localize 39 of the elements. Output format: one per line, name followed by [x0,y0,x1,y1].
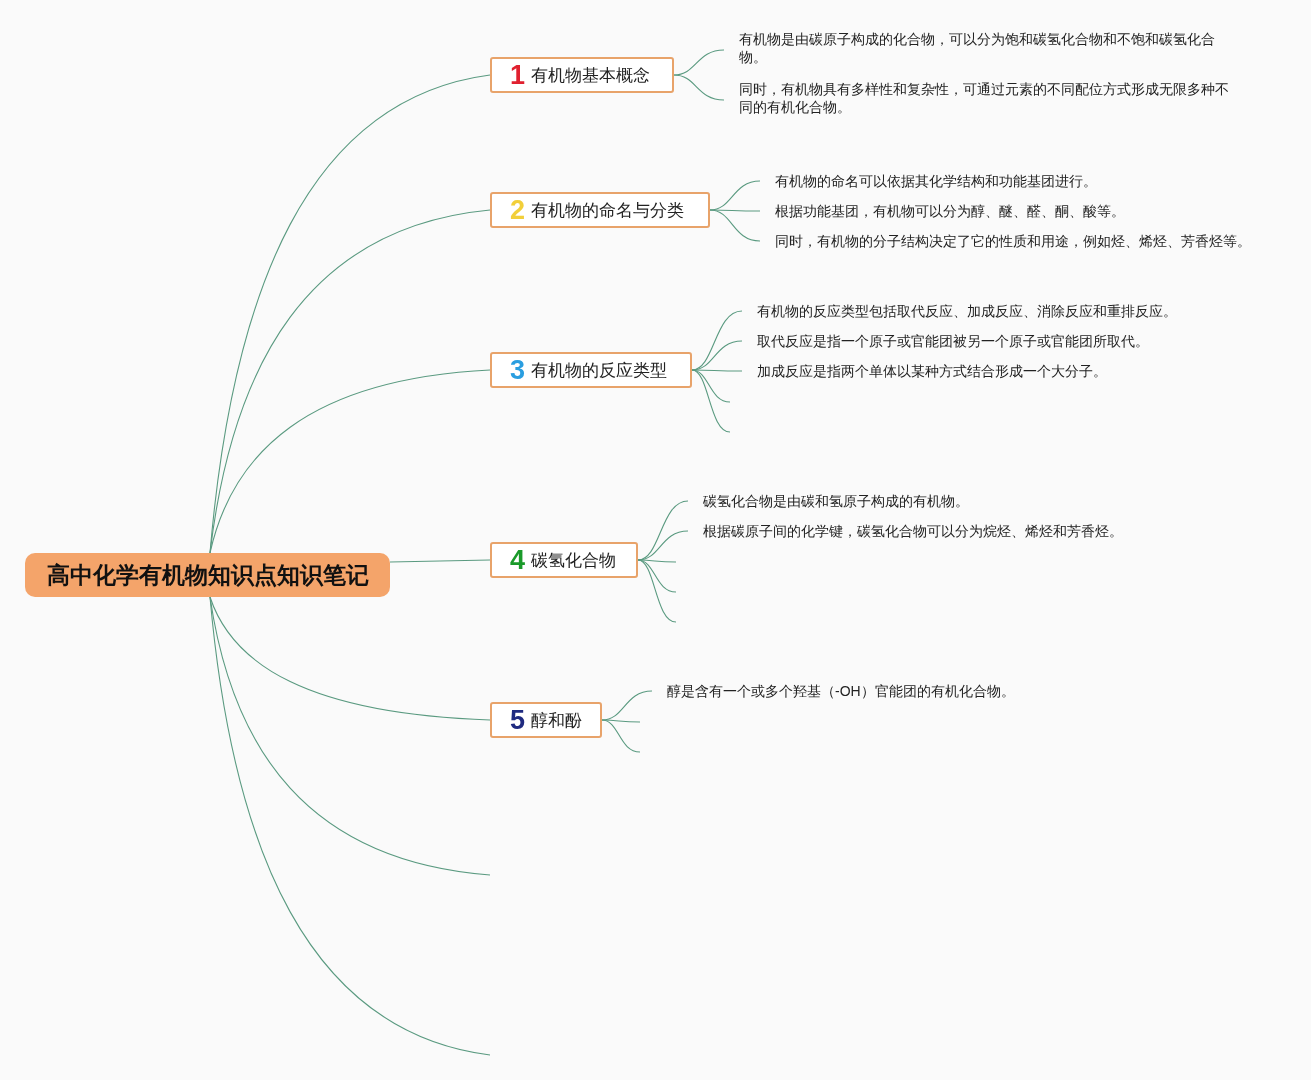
note-text: 根据碳原子间的化学键，碳氢化合物可以分为烷烃、烯烃和芳香烃。 [688,522,1123,540]
branch-line [673,74,725,101]
topic-number: 2 [510,196,526,224]
note-text: 有机物的命名可以依据其化学结构和功能基团进行。 [760,172,1097,190]
topic-label: 醇和酚 [531,709,583,732]
topic-label: 有机物基本概念 [531,64,651,87]
note-text: 根据功能基团，有机物可以分为醇、醚、醛、酮、酸等。 [760,202,1125,220]
topic-label: 碳氢化合物 [531,549,617,572]
topic-box [490,542,638,578]
note-text: 取代反应是指一个原子或官能团被另一个原子或官能团所取代。 [742,332,1149,350]
topic-label: 有机物的命名与分类 [531,199,685,222]
topic-number: 3 [510,356,526,384]
topic-label: 有机物的反应类型 [531,359,668,382]
topic-box [490,702,602,738]
note-text: 有机物的反应类型包括取代反应、加成反应、消除反应和重排反应。 [742,302,1177,320]
branch-line [209,596,491,1056]
note-text: 同时，有机物的分子结构决定了它的性质和用途，例如烃、烯烃、芳香烃等。 [760,232,1251,250]
topic-box [490,352,692,388]
topic-number: 4 [510,546,526,574]
note-text: 同时，有机物具有多样性和复杂性，可通过元素的不同配位方式形成无限多种不同的有机化合物。 [724,80,1234,120]
topic-box [490,192,710,228]
branch-line [601,719,641,723]
branch-line [209,74,491,554]
branch-line [709,209,761,242]
branch-line [209,369,491,554]
branch-line [691,369,731,433]
note-text: 有机物是由碳原子构成的化合物，可以分为饱和碳氢化合物和不饱和碳氢化合物。 [724,30,1224,70]
branch-line [637,559,677,623]
branch-line [389,559,491,563]
topic-number: 5 [510,706,526,734]
topic-box [490,57,674,93]
branch-line [209,596,491,721]
branch-line [709,209,761,212]
topic-number: 1 [510,61,526,89]
note-text: 碳氢化合物是由碳和氢原子构成的有机物。 [688,492,969,510]
central-topic-box: 高中化学有机物知识点知识笔记 [25,553,390,597]
note-text: 加成反应是指两个单体以某种方式结合形成一个大分子。 [742,362,1107,380]
note-text: 醇是含有一个或多个羟基（-OH）官能团的有机化合物。 [652,682,1015,700]
branch-line [601,719,641,753]
